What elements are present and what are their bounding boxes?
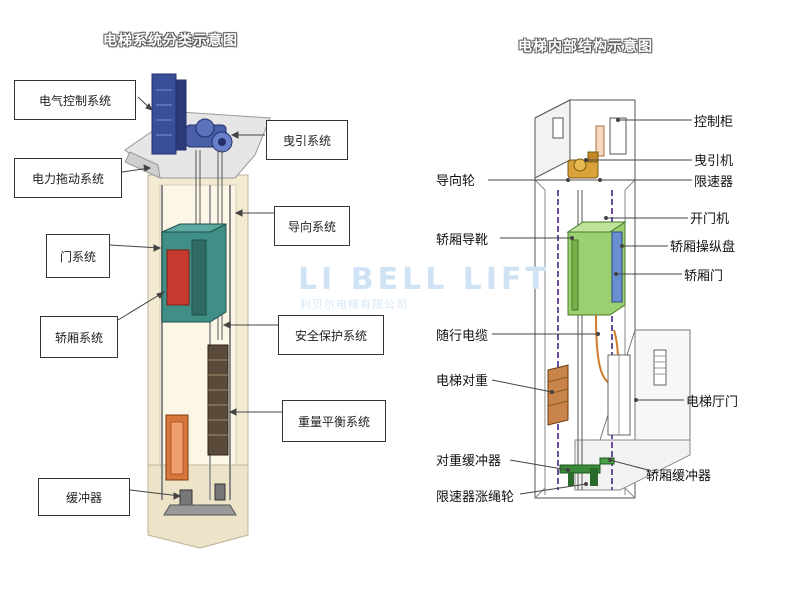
label-deflector-sheave: 导向轮 (436, 174, 476, 189)
label-control-cabinet: 控制柜 (694, 115, 734, 130)
label-door-operator: 开门机 (690, 212, 730, 227)
elevator-car (161, 223, 227, 323)
label-balance-system: 重量平衡系统 (282, 400, 386, 442)
label-car-buffer: 轿厢缓冲器 (646, 469, 712, 484)
counterweight-right (547, 364, 569, 426)
label-drive-system: 电力拖动系统 (14, 158, 122, 198)
left-diagram-title: 电梯系统分类示意图 (103, 33, 238, 49)
label-car-system: 轿厢系统 (40, 316, 118, 358)
label-guidance-system: 导向系统 (274, 206, 350, 246)
building-frame (534, 99, 691, 499)
label-car-door: 轿厢门 (684, 269, 724, 284)
right-diagram-left-leaders (488, 178, 600, 495)
label-car-operating-panel: 轿厢操纵盘 (670, 240, 736, 255)
watermark-company-text: 利贝尔电梯有限公司 (300, 298, 408, 311)
elevator-car-right (566, 221, 627, 316)
landing-door-right (607, 354, 631, 436)
label-counterweight: 电梯对重 (436, 374, 489, 389)
label-traction-system: 曳引系统 (266, 120, 348, 160)
traction-machine (185, 118, 233, 153)
label-traveling-cable: 随行电缆 (436, 329, 489, 344)
watermark-logo-text: LI BELL LIFT (298, 262, 550, 297)
label-buffer: 缓冲器 (38, 478, 130, 516)
label-car-guide-shoe: 轿厢导靴 (436, 233, 489, 248)
label-landing-door: 电梯厅门 (686, 395, 739, 410)
label-electrical-control-system: 电气控制系统 (14, 80, 136, 120)
bottom-landing-door (165, 414, 189, 481)
buffers (163, 483, 237, 516)
label-safety-system: 安全保护系统 (278, 315, 384, 355)
label-traction-machine: 曳引机 (694, 154, 734, 169)
left-leader-lines (109, 96, 282, 500)
control-cabinet (151, 73, 187, 155)
traction-machine-right (567, 151, 599, 179)
label-door-system: 门系统 (46, 234, 110, 278)
right-diagram-title: 电梯内部结构示意图 (518, 39, 653, 55)
counterweight (207, 344, 229, 456)
label-counterweight-buffer: 对重缓冲器 (436, 454, 502, 469)
label-governor-tension-sheave: 限速器涨绳轮 (436, 490, 515, 505)
label-speed-governor: 限速器 (694, 175, 734, 190)
right-leader-lines (584, 118, 692, 471)
